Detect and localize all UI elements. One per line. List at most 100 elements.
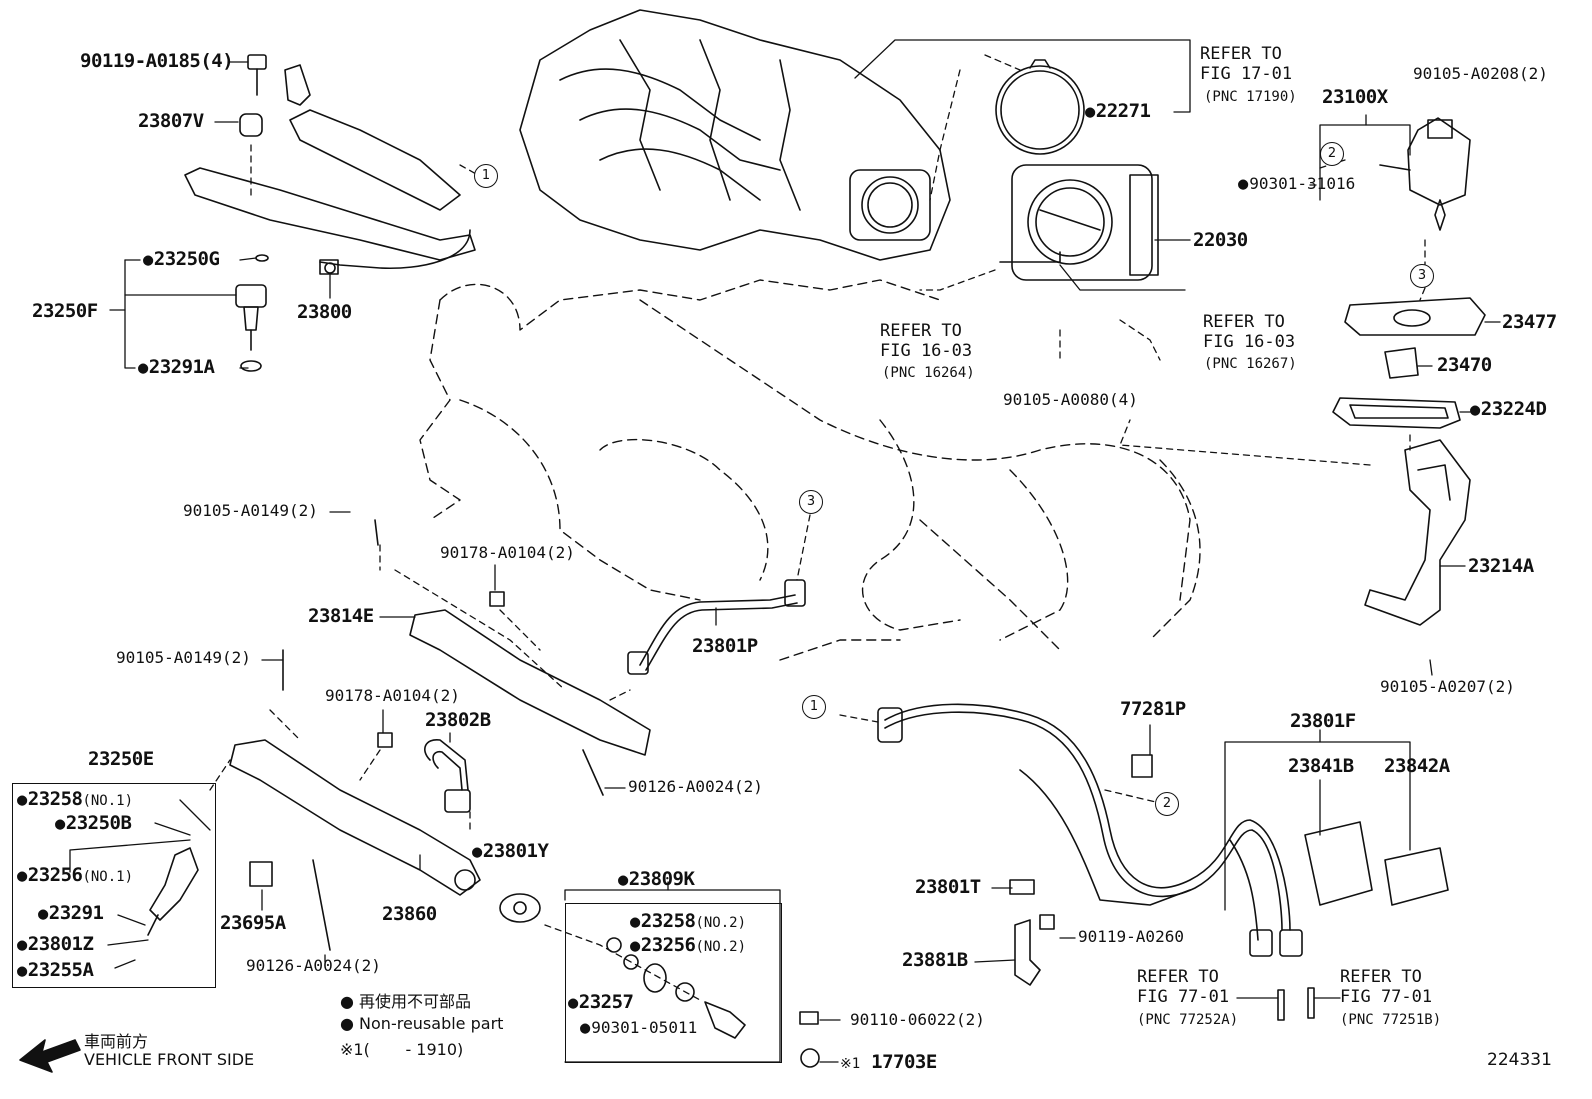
callout-1: 1 [802,695,826,719]
part-label[interactable]: 23842A [1384,755,1450,777]
gasket-23801Y [499,893,541,923]
part-label[interactable]: 77281P [1120,698,1186,720]
part-label[interactable]: 23256(NO.1) [17,866,133,885]
ref-label[interactable]: REFER TO FIG 16-03 [1203,312,1296,352]
part-label[interactable]: 90126-A0024(2) [628,777,763,796]
part-label[interactable]: 22271 [1085,102,1151,121]
part-label[interactable]: 23801Y [472,842,549,861]
callout-3: 3 [1410,264,1434,288]
part-label[interactable]: 90301-05011 [580,1020,697,1037]
ref-pnc: (PNC 77252A) [1137,1012,1239,1028]
part-label[interactable]: 90105-A0149(2) [183,501,318,520]
seal-kit [606,937,820,1068]
part-label[interactable]: 90119-A0260 [1078,927,1184,946]
ref-label[interactable]: REFER TO FIG 16-03 [880,321,973,361]
part-label[interactable]: 90178-A0104(2) [440,543,575,562]
fuel-rail-lower [229,609,651,896]
ref-pnc: (PNC 77251B) [1340,1012,1442,1028]
part-label[interactable]: 23257 [568,993,634,1012]
part-label[interactable]: 23814E [308,605,374,627]
ref-label[interactable]: REFER TO FIG 77-01 [1137,967,1230,1007]
front-arrow-icon [19,1039,81,1073]
connectors-77-01 [1277,987,1315,1021]
pump-plate [1344,297,1486,336]
part-label[interactable]: 23801Z [17,935,94,954]
part-label[interactable]: 90105-A0080(4) [1003,390,1138,409]
part-label[interactable]: 23100X [1322,86,1388,108]
injector-kit-box [12,783,216,988]
part-label[interactable]: 23841B [1288,755,1354,777]
ref-pnc: (PNC 17190) [1204,89,1297,105]
part-label[interactable]: 23695A [220,912,286,934]
dashed-leaders [209,54,1426,1001]
injector-upper [235,254,269,372]
leader-lines [69,39,1501,1063]
engine-outline [419,279,1201,661]
part-label[interactable]: 23801P [692,635,758,657]
callout-1: 1 [474,164,498,188]
gasket-ring [995,59,1085,155]
throttle-body [999,164,1159,281]
part-label[interactable]: 23809K [618,870,695,889]
front-side-jp: 車両前方 [84,1032,149,1051]
part-label[interactable]: 23250F [32,300,98,322]
part-label[interactable]: 23801T [915,876,981,898]
cover-23842A [1384,847,1449,906]
seal-kit-box [565,903,782,1063]
part-label[interactable]: 90301-31016 [1238,176,1355,193]
part-label[interactable]: 23214A [1468,555,1534,577]
ref-label[interactable]: REFER TO FIG 77-01 [1340,967,1433,1007]
pump-bracket [1364,439,1471,626]
sensor-23695A [249,861,273,887]
part-label[interactable]: 23881B [902,949,968,971]
part-label[interactable]: 90126-A0024(2) [246,956,381,975]
fuel-pipe-23801P [627,579,806,675]
part-label[interactable]: 90105-A0149(2) [116,648,251,667]
diagram-number: 224331 [1487,1050,1552,1070]
stud-bolts [282,519,604,951]
part-label[interactable]: 90105-A0208(2) [1413,64,1548,83]
part-label[interactable]: 23250G [143,250,220,269]
bolt-top-left [239,54,267,137]
fuel-pump [1379,117,1471,231]
part-label[interactable]: 23800 [297,301,352,323]
part-label[interactable]: 90105-A0207(2) [1380,677,1515,696]
part-label[interactable]: 23258(NO.1) [17,790,133,809]
pump-gasket [1332,397,1461,429]
part-label[interactable]: 23801F [1290,710,1356,732]
part-label[interactable]: 23470 [1437,354,1492,376]
part-label[interactable]: 23291 [38,904,104,923]
ecu-23841B [1304,821,1373,906]
part-label[interactable]: 23807V [138,110,204,132]
part-label[interactable]: 90119-A0185(4) [80,50,234,72]
part-label[interactable]: 23477 [1502,311,1557,333]
part-label[interactable]: 90178-A0104(2) [325,686,460,705]
ref-pnc: (PNC 16264) [882,365,975,381]
callout-3: 3 [799,490,823,514]
part-label[interactable]: 23291A [138,358,215,377]
fuel-pipe-23802B [424,739,471,813]
part-label[interactable]: 23255A [17,961,94,980]
part-label[interactable]: 23250E [88,748,154,770]
ref-label[interactable]: REFER TO FIG 17-01 [1200,44,1293,84]
callout-2: 2 [1320,142,1344,166]
part-label[interactable]: 23256(NO.2) [630,936,746,955]
part-label[interactable]: 23860 [382,903,437,925]
wire-harness [877,703,1303,957]
fuel-rail-upper [184,64,476,275]
part-label[interactable]: 23802B [425,709,491,731]
part-label[interactable]: 23224D [1470,400,1547,419]
part-label[interactable]: 22030 [1193,229,1248,251]
part-label[interactable]: 23258(NO.2) [630,912,746,931]
bracket-23881B [1014,914,1055,986]
part-label[interactable]: 23250B [55,814,132,833]
front-side-en: VEHICLE FRONT SIDE [84,1050,255,1069]
intake-manifold [519,9,951,261]
legend-nonreusable-en: ● Non-reusable part [340,1014,504,1033]
part-label[interactable]: ※1 17703E [840,1051,937,1073]
part-label[interactable]: 90110-06022(2) [850,1010,985,1029]
callout-2: 2 [1155,792,1179,816]
pump-lifter [1384,347,1419,379]
legend-nonreusable-jp: ● 再使用不可部品 [340,992,472,1011]
